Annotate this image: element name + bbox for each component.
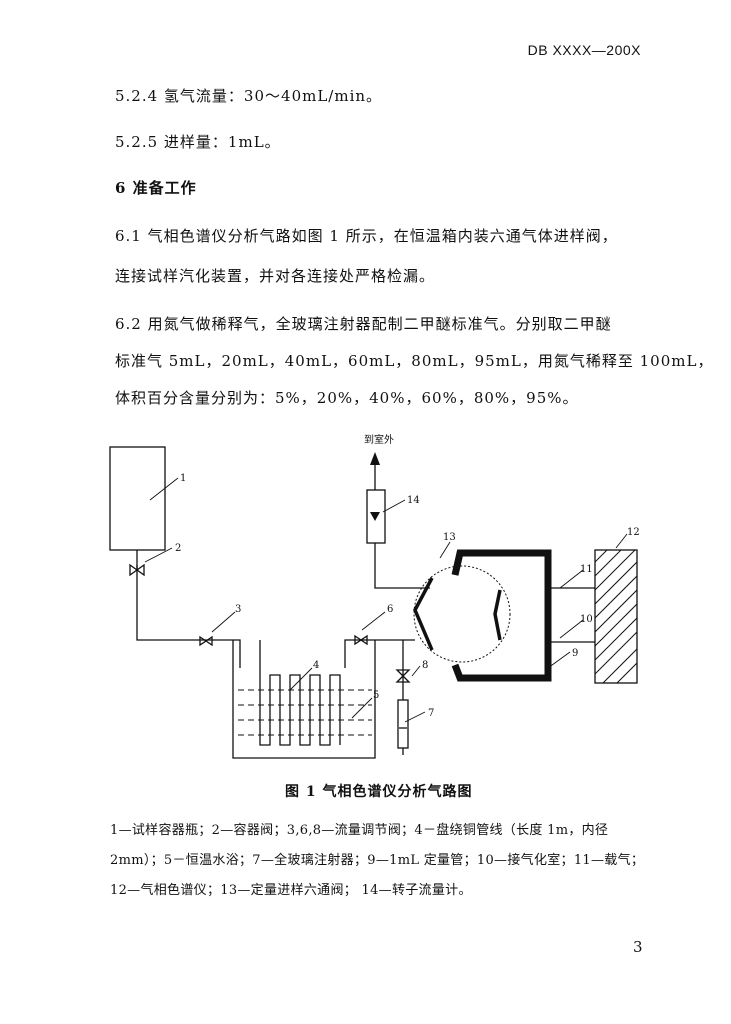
pipe-bath-to-valve6 xyxy=(344,639,415,668)
document-code: DB XXXX—200X xyxy=(527,42,641,58)
figure-caption: 图 1 气相色谱仪分析气路图 xyxy=(285,784,473,800)
vent-label: 到室外 xyxy=(364,433,394,446)
six-port-valve-circle xyxy=(413,565,511,663)
legend-line-2: 2mm）；5－恒温水浴；7—全玻璃注射器；9—1mL 定量管；10—接气化室；1… xyxy=(110,853,645,868)
gas-path-diagram: 到室外 1 2 3 4 5 6 7 8 9 10 11 12 13 14 xyxy=(109,433,640,759)
clause-6-1-line2: 连接试样汽化装置，并对各连接处严格检漏。 xyxy=(115,267,436,285)
vent-arrowhead xyxy=(370,452,380,465)
pipe-bottle-to-valve3 xyxy=(136,550,241,668)
callout-8: 8 xyxy=(422,660,428,671)
section-6-title: 6 准备工作 xyxy=(115,179,197,197)
sample-bottle xyxy=(109,446,166,551)
gas-chromatograph-12 xyxy=(594,549,638,684)
callout-14: 14 xyxy=(407,495,420,506)
callout-2: 2 xyxy=(175,543,181,554)
callout-5: 5 xyxy=(373,690,379,701)
clause-6-2-line1: 6.2 用氮气做稀释气，全玻璃注射器配制二甲醚标准气。分别取二甲醚 xyxy=(115,315,612,333)
rotameter-float xyxy=(370,512,380,521)
callout-7: 7 xyxy=(428,708,434,719)
callout-4: 4 xyxy=(313,660,319,671)
callout-1: 1 xyxy=(180,473,186,484)
callout-13: 13 xyxy=(443,532,456,543)
legend-line-1: 1—试样容器瓶；2—容器阀；3,6,8—流量调节阀；4－盘绕铜管线（长度 1m，… xyxy=(110,823,609,838)
callout-12: 12 xyxy=(627,527,640,538)
clause-6-2-line2: 标准气 5mL，20mL，40mL，60mL，80mL，95mL，用氮气稀释至 … xyxy=(115,352,714,370)
clause-5-2-5: 5.2.5 进样量：1mL。 xyxy=(115,133,281,151)
pipe-flowmeter-to-valve xyxy=(374,543,430,589)
coiled-copper-tube xyxy=(259,640,341,746)
glass-syringe-barrel xyxy=(397,699,409,749)
callout-11: 11 xyxy=(580,564,593,575)
callout-9: 9 xyxy=(572,648,578,659)
legend-line-3: 12—气相色谱仪；13—定量进样六通阀； 14—转子流量计。 xyxy=(110,883,472,898)
flow-valve-6 xyxy=(354,634,368,646)
callout-6: 6 xyxy=(387,604,393,615)
flow-valve-8 xyxy=(395,669,411,683)
callout-3: 3 xyxy=(235,604,241,615)
container-valve-2 xyxy=(129,563,145,577)
water-bath xyxy=(232,640,376,759)
clause-6-2-line3: 体积百分含量分别为：5%，20%，40%，60%，80%，95%。 xyxy=(115,389,579,407)
sample-loop-9 xyxy=(451,549,552,682)
clause-6-1-line1: 6.1 气相色谱仪分析气路如图 1 所示，在恒温箱内装六通气体进样阀， xyxy=(115,227,618,245)
six-port-valve-13-path-a xyxy=(413,577,434,651)
page-number: 3 xyxy=(633,938,643,956)
clause-5-2-4: 5.2.4 氢气流量：30～40mL/min。 xyxy=(115,87,383,105)
rotameter xyxy=(366,489,386,544)
six-port-valve-13-path-b xyxy=(493,589,502,641)
callout-10: 10 xyxy=(580,614,593,625)
flow-valve-3 xyxy=(199,635,213,647)
